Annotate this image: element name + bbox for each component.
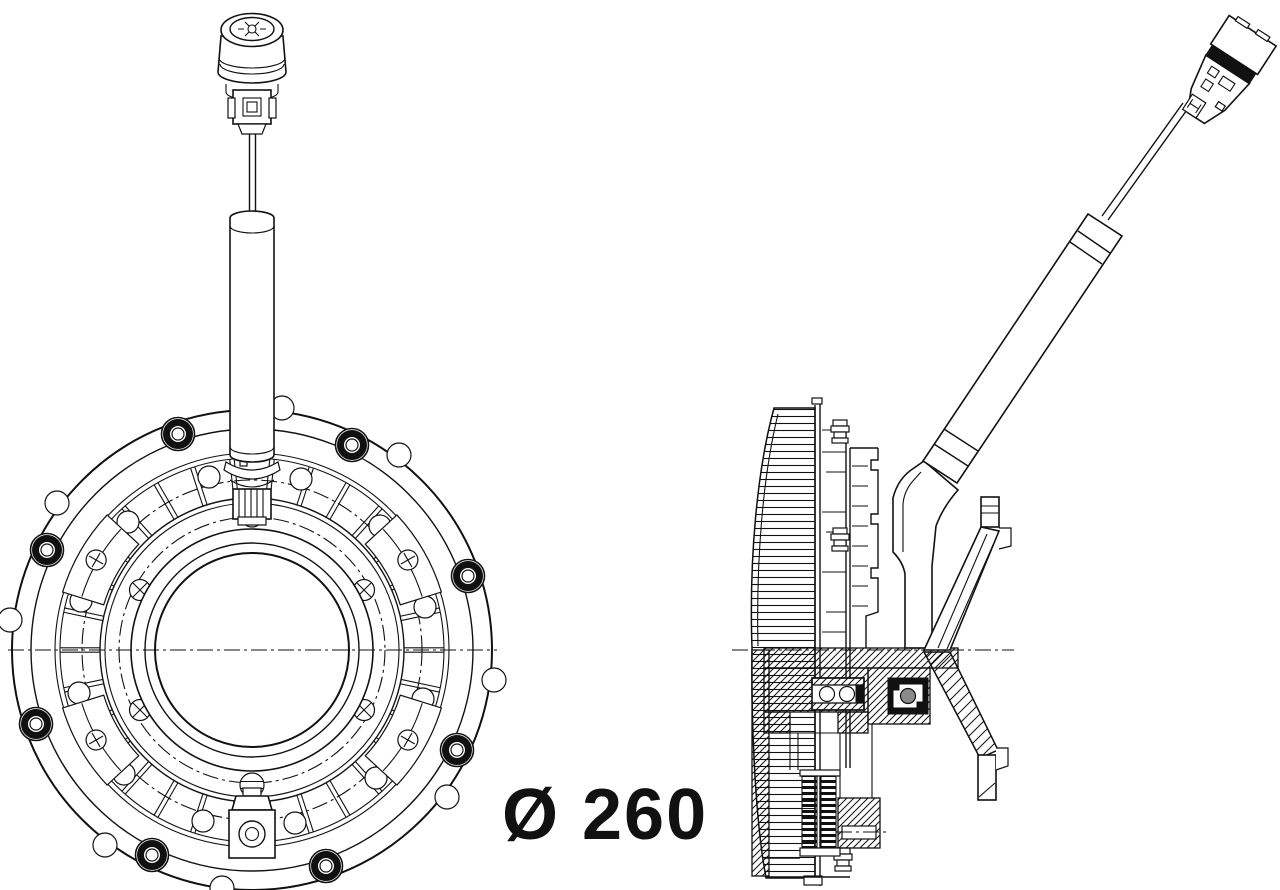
- front-view-fan-clutch: [0, 12, 507, 890]
- front-electrical-connector: [217, 12, 287, 135]
- mounting-bracket-flange: [922, 496, 1012, 801]
- front-cable-sleeve: [223, 130, 281, 526]
- side-cable-sleeve: [921, 102, 1190, 485]
- bottom-terminal-block: [228, 787, 276, 859]
- side-view-cross-section: [732, 14, 1278, 886]
- connector-pins: [238, 21, 266, 37]
- diameter-dimension-label: Ø 260: [502, 775, 709, 855]
- coil-springs: [799, 769, 841, 857]
- bearing-assembly: [811, 677, 929, 715]
- side-electrical-connector: [1181, 14, 1278, 125]
- housing-profile: [764, 397, 960, 886]
